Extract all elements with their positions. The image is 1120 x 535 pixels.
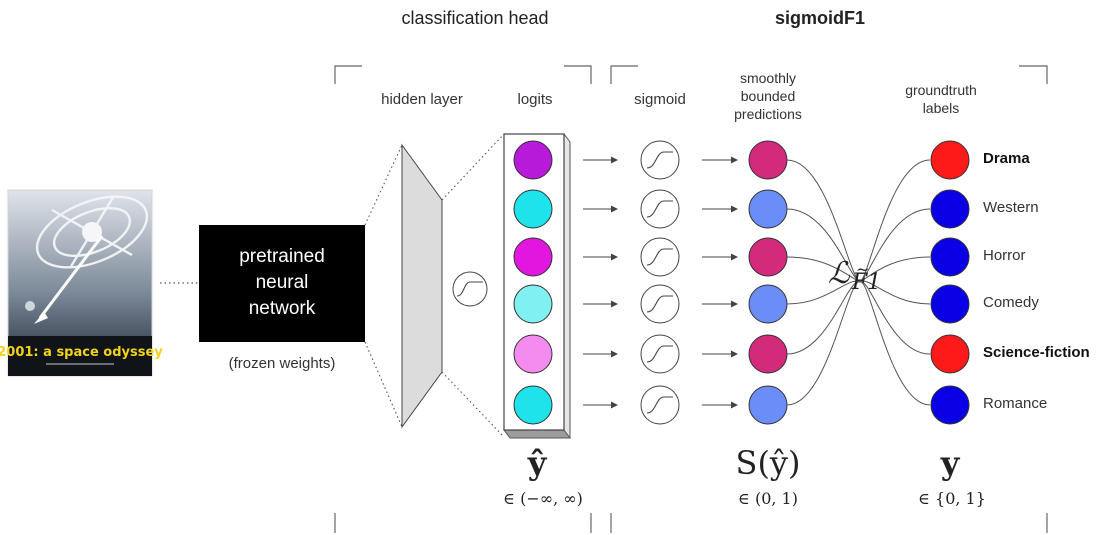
bracket-sigmoid-top-right — [1019, 65, 1048, 84]
arrow-logit-to-sigmoid — [583, 300, 618, 308]
label-node — [930, 284, 970, 324]
sigmoid-icon — [640, 237, 680, 277]
movie-poster: 2001: a space odyssey — [0, 189, 163, 377]
hidden-layer-shape — [401, 143, 443, 429]
frozen-weights-label: (frozen weights) — [228, 355, 336, 372]
genre-label: Comedy — [983, 294, 1039, 311]
groundtruth-labels-label: groundtruth labels — [905, 81, 977, 117]
label-node — [930, 189, 970, 229]
smooth-predictions-line3: predictions — [734, 106, 802, 122]
prediction-to-loss-curve — [786, 281, 861, 406]
logit-node — [513, 237, 553, 277]
bracket-sigmoid-top-left — [610, 65, 638, 84]
loss-symbol: ℒ — [828, 256, 850, 291]
prediction-nodes — [748, 140, 788, 425]
sigmoidf1-title: sigmoidF1 — [774, 8, 866, 28]
loss-to-label-curve — [859, 208, 931, 283]
arrow-sigmoid-to-prediction — [702, 300, 738, 308]
prediction-node — [748, 284, 788, 324]
prediction-node — [748, 385, 788, 425]
s-y-hat-symbol: S(ŷ) — [735, 444, 801, 482]
pretrained-network-text: pretrained neural network — [239, 244, 325, 322]
sigmoid-icon — [640, 284, 680, 324]
genre-label: Science-fiction — [983, 344, 1090, 361]
sigmoid-label: sigmoid — [634, 91, 686, 108]
label-node — [930, 237, 970, 277]
bracket-head-top-left — [334, 65, 362, 84]
groundtruth-line2: labels — [922, 100, 960, 116]
logit-node — [513, 385, 553, 425]
sigmoid-units — [583, 140, 738, 425]
logit-node — [513, 284, 553, 324]
poster-title: 2001: a space odyssey — [0, 345, 163, 360]
loss-subscript: ~ F1 — [852, 260, 882, 295]
sigmoid-icon — [640, 140, 680, 180]
genre-label: Romance — [983, 395, 1048, 412]
arrow-logit-to-sigmoid — [583, 156, 618, 164]
arrow-logit-to-sigmoid — [583, 401, 618, 409]
sigmoid-icon — [640, 334, 680, 374]
classification-head-title: classification head — [401, 8, 549, 28]
section-brackets — [334, 65, 1048, 533]
logit-nodes — [513, 140, 553, 425]
arrow-logit-to-sigmoid — [583, 253, 618, 261]
loss-subscript-text: F1 — [852, 270, 882, 295]
arrow-logit-to-sigmoid — [583, 350, 618, 358]
loss-to-label-curve — [859, 281, 931, 355]
prediction-to-loss-curve — [786, 280, 861, 305]
y-range: ∈ {0, 1} — [918, 489, 986, 508]
network-line1: pretrained — [239, 246, 325, 267]
label-node — [930, 334, 970, 374]
arrow-sigmoid-to-prediction — [702, 253, 738, 261]
pretrained-network-box — [199, 225, 365, 342]
prediction-node — [748, 237, 788, 277]
arrow-logit-to-sigmoid — [583, 205, 618, 213]
loss-to-label-curve — [859, 159, 931, 283]
groundtruth-line1: groundtruth — [905, 82, 977, 98]
logit-node — [513, 189, 553, 229]
label-node — [930, 140, 970, 180]
loss-to-label-curve — [859, 280, 931, 305]
prediction-to-loss-curve — [786, 256, 861, 283]
genre-label: Horror — [983, 247, 1026, 264]
logit-node — [513, 140, 553, 180]
loss-to-label-curve — [859, 256, 931, 283]
loss-to-label-curve — [859, 281, 931, 406]
y-hat-range: ∈ (−∞, ∞) — [503, 489, 583, 508]
prediction-to-loss-curve — [786, 281, 861, 355]
label-node — [930, 385, 970, 425]
network-line2: neural — [255, 272, 309, 293]
smooth-predictions-line1: smoothly — [739, 70, 797, 86]
smooth-predictions-label: smoothly bounded predictions — [734, 69, 802, 123]
genre-label: Western — [983, 199, 1039, 216]
label-nodes — [930, 140, 970, 425]
prediction-to-loss-curve — [786, 208, 861, 283]
smooth-predictions-line2: bounded — [740, 88, 796, 104]
loss-tilde: ~ — [856, 260, 870, 279]
s-y-hat-range: ∈ (0, 1) — [738, 489, 798, 508]
logits-label: logits — [517, 91, 553, 108]
hidden-to-logits-connectors — [364, 133, 505, 438]
network-line3: network — [248, 298, 316, 319]
arrow-sigmoid-to-prediction — [702, 401, 738, 409]
y-symbol: y — [940, 444, 960, 482]
logit-node — [513, 334, 553, 374]
prediction-node — [748, 334, 788, 374]
sigmoid-icon — [640, 189, 680, 229]
hidden-activation-icon — [452, 271, 488, 307]
prediction-node — [748, 189, 788, 229]
loss-connections — [786, 159, 931, 406]
arrow-sigmoid-to-prediction — [702, 156, 738, 164]
hidden-layer-label: hidden layer — [381, 91, 463, 108]
y-hat-symbol: ŷ — [527, 444, 547, 482]
bracket-head-top-right — [564, 65, 592, 84]
prediction-to-loss-curve — [786, 159, 861, 283]
genre-label: Drama — [983, 150, 1030, 167]
arrow-sigmoid-to-prediction — [702, 205, 738, 213]
prediction-node — [748, 140, 788, 180]
arrow-sigmoid-to-prediction — [702, 350, 738, 358]
sigmoid-icon — [640, 385, 680, 425]
